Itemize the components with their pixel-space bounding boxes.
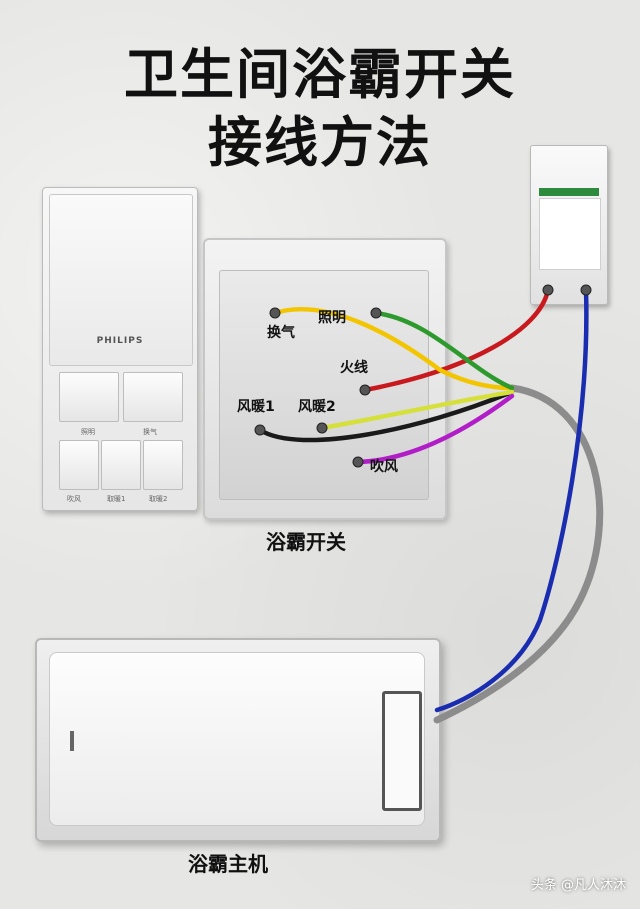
host-caption: 浴霸主机 (188, 852, 268, 876)
label-light: 照明 (81, 428, 95, 436)
breaker-terminal-n (580, 284, 592, 296)
gray-cable (433, 384, 604, 724)
breaker-stripe (539, 188, 599, 196)
purple-wire (355, 393, 515, 465)
breaker-label-window (539, 198, 601, 270)
rocker-blow (59, 440, 99, 490)
label-blow: 吹风 (67, 495, 81, 503)
terminal-heat2 (316, 422, 328, 434)
label-vent: 换气 (143, 428, 157, 436)
watermark: 头条 @凡人沐沐 (530, 878, 626, 893)
rocker-heat1 (101, 440, 141, 490)
host-face (49, 652, 425, 826)
philips-switch-panel: PHILIPS 照明 换气 吹风 取暖1 取暖2 (42, 187, 198, 511)
bath-heater-host (35, 638, 441, 842)
black-wire (257, 389, 515, 443)
rocker-light (59, 372, 119, 422)
host-slot (382, 691, 422, 811)
terminal-label-blow: 吹风 (370, 459, 398, 475)
circuit-breaker (530, 145, 608, 305)
title-line-1: 卫生间浴霸开关 (124, 43, 516, 106)
yellow-wire (272, 306, 515, 391)
green-wire (373, 310, 515, 391)
switch-cover (49, 194, 193, 366)
blue-wire (434, 287, 589, 713)
terminal-heat1 (254, 424, 266, 436)
switch-caption: 浴霸开关 (266, 530, 346, 554)
brand-logo: PHILIPS (96, 336, 144, 346)
terminal-label-heat1: 风暖1 (237, 399, 275, 415)
lime-wire (319, 389, 515, 431)
terminal-vent (269, 307, 281, 319)
host-notch (70, 731, 74, 751)
label-heat1: 取暖1 (107, 495, 126, 503)
terminal-label-light: 照明 (318, 310, 346, 326)
label-heat2: 取暖2 (149, 495, 168, 503)
rocker-heat2 (143, 440, 183, 490)
terminal-label-heat2: 风暖2 (298, 399, 336, 415)
terminal-label-vent: 换气 (267, 325, 295, 341)
terminal-live (359, 384, 371, 396)
breaker-terminal-l (542, 284, 554, 296)
terminal-blow (352, 456, 364, 468)
terminal-light (370, 307, 382, 319)
red-wire (362, 287, 551, 393)
title-line-2: 接线方法 (208, 111, 432, 174)
terminal-label-live: 火线 (340, 360, 368, 376)
rocker-vent (123, 372, 183, 422)
